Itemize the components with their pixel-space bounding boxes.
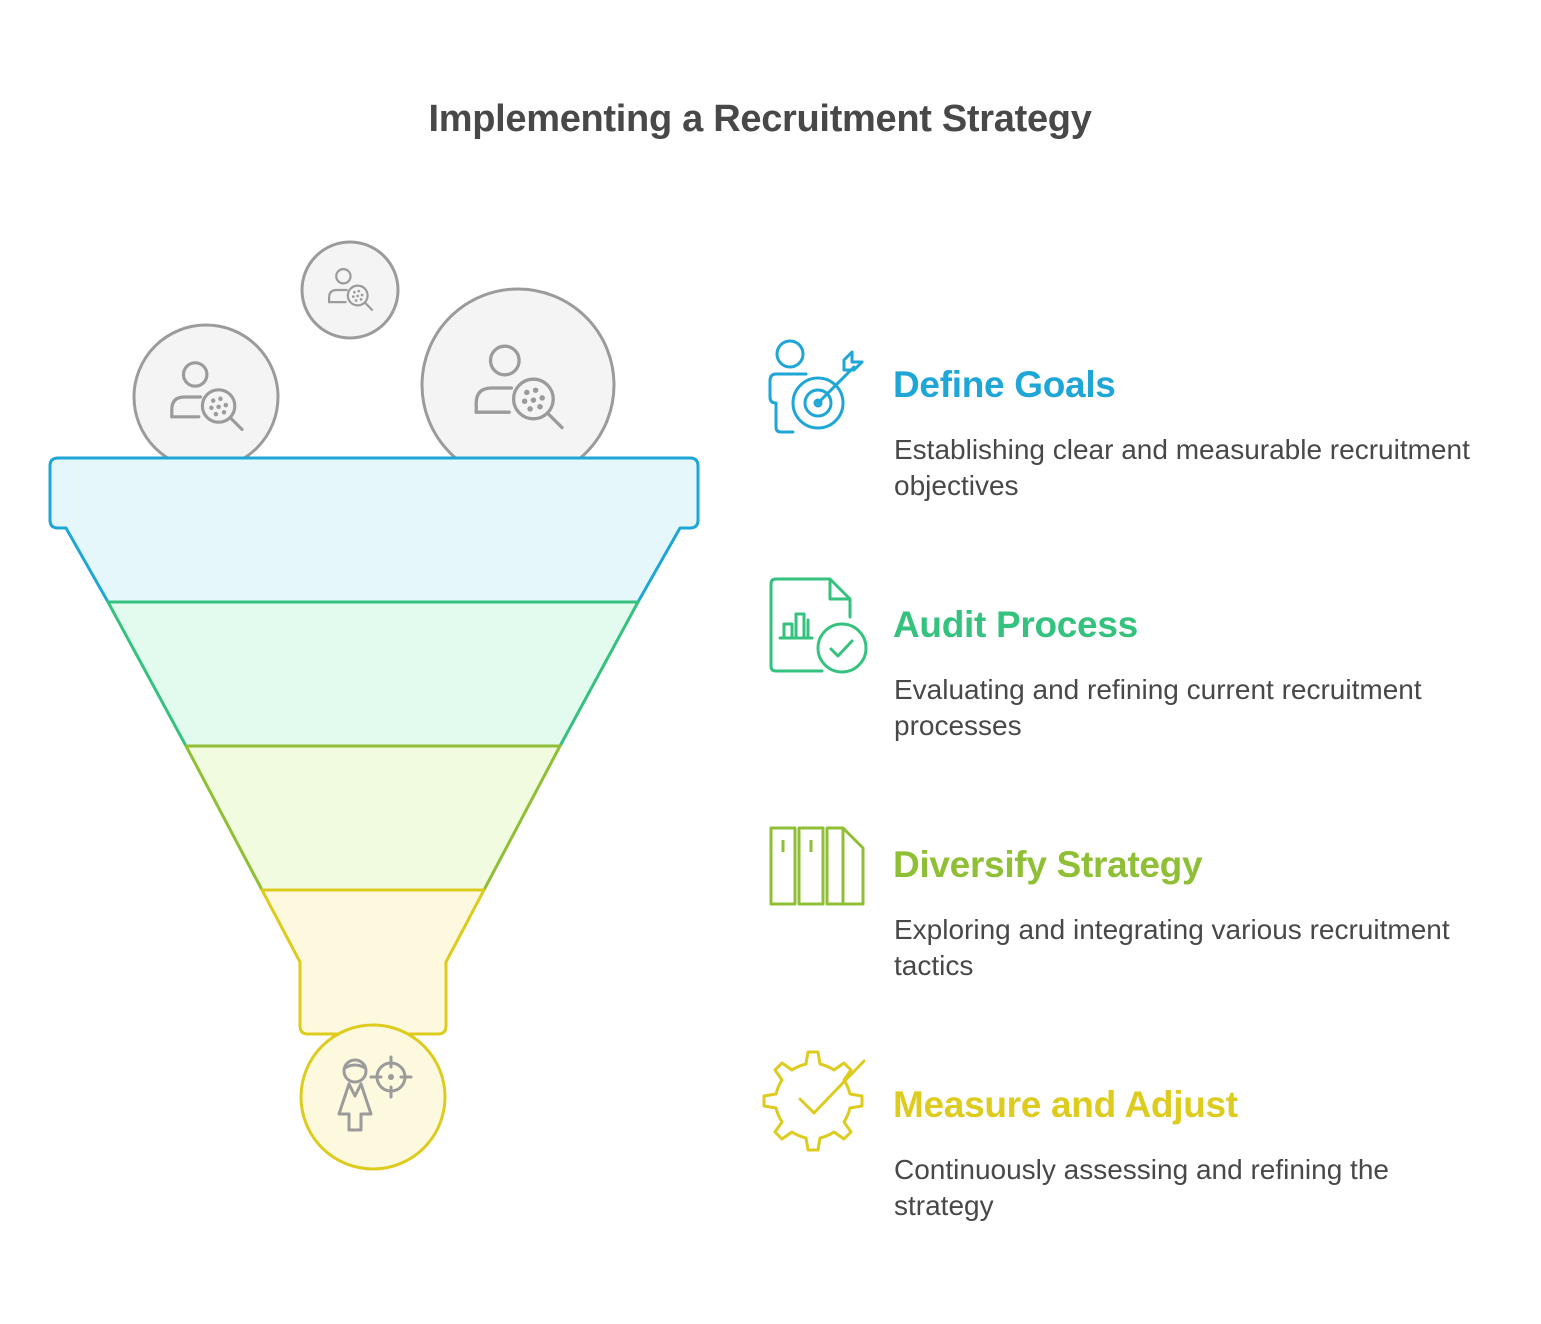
step-desc-measure-adjust: Continuously assessing and refining the … — [894, 1154, 1389, 1221]
funnel-layer-diversify-strategy — [184, 744, 562, 892]
funnel-layer-audit-process — [106, 600, 640, 748]
person-target-icon — [768, 339, 864, 434]
candidate-search-icon-medium — [132, 323, 280, 471]
step-desc-define-goals: Establishing clear and measurable recrui… — [894, 434, 1470, 501]
step-desc-diversify-strategy: Exploring and integrating various recrui… — [894, 914, 1450, 981]
step-title-define-goals: Define Goals — [893, 364, 1116, 405]
funnel-layer-define-goals — [48, 456, 700, 604]
candidate-search-icon-small — [300, 240, 400, 340]
gear-check-icon — [762, 1050, 866, 1152]
step-desc-audit-process: Evaluating and refining current recruitm… — [894, 674, 1422, 741]
document-chart-check-icon — [769, 577, 868, 674]
step-title-diversify-strategy: Diversify Strategy — [893, 844, 1203, 885]
step-title-measure-adjust: Measure and Adjust — [893, 1084, 1238, 1125]
step-title-audit-process: Audit Process — [893, 604, 1138, 645]
hired-candidate-target-icon — [299, 1023, 447, 1171]
books-icon — [769, 826, 865, 906]
funnel-layer-measure-adjust — [260, 888, 486, 1036]
candidate-search-icon-large — [420, 287, 616, 483]
page-title: Implementing a Recruitment Strategy — [428, 98, 1092, 140]
